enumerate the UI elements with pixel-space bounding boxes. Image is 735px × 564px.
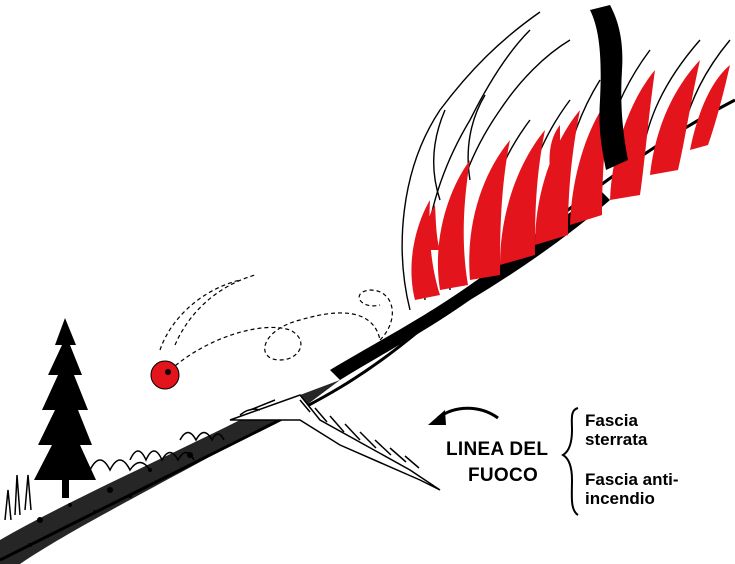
fire-line-label-line1: LINEA DEL <box>446 440 548 460</box>
firebreak-strip-label-line1: Fascia anti- <box>585 471 679 489</box>
fire-line-strip <box>230 395 440 490</box>
pine-tree <box>34 318 96 498</box>
flames <box>402 5 730 310</box>
firebreak-strip-label-line2: incendio <box>585 490 655 508</box>
label-braces <box>563 408 578 515</box>
rolling-ember <box>151 275 392 389</box>
dirt-strip-label-line1: Fascia <box>585 412 638 430</box>
fire-line-label-line2: FUOCO <box>468 466 538 486</box>
dirt-strip-label-line2: sterrata <box>585 431 647 449</box>
pointer-arrow <box>428 408 498 425</box>
